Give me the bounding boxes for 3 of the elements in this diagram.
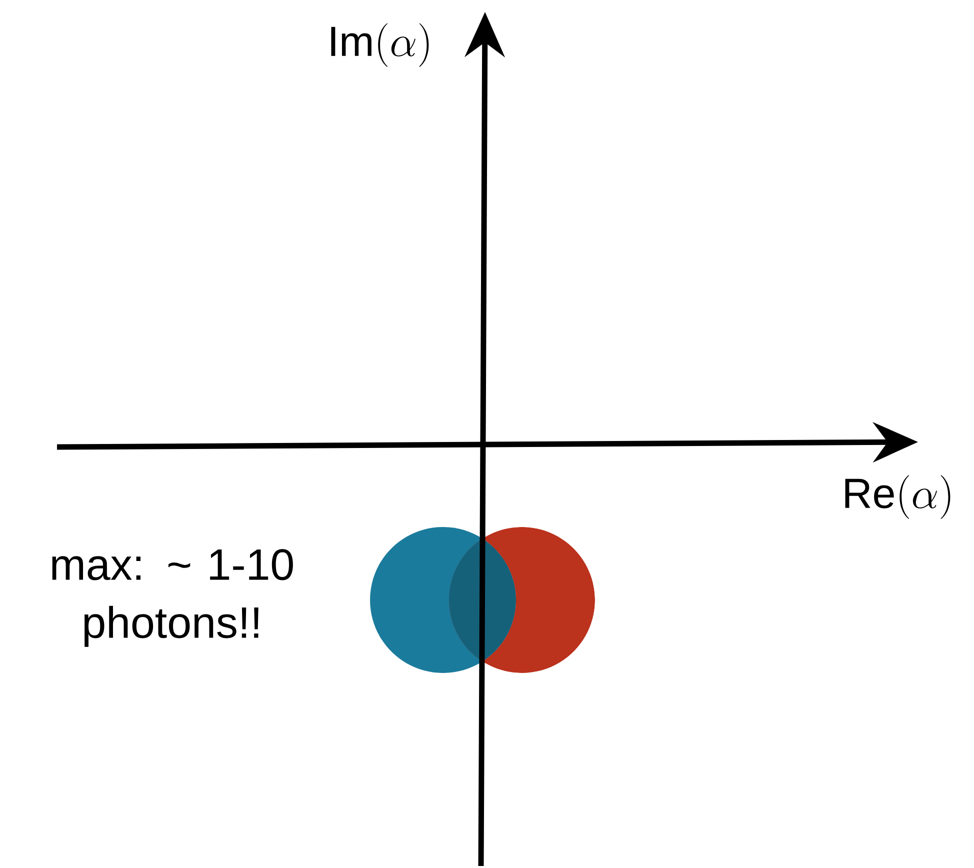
note-text: max: ~ 1-10 photons!!	[52, 549, 293, 647]
axis-label: $\mathrm{Re}(\alpha)$	[845, 475, 950, 519]
axis-label: $\mathrm{Im}(\alpha)$	[331, 23, 429, 67]
